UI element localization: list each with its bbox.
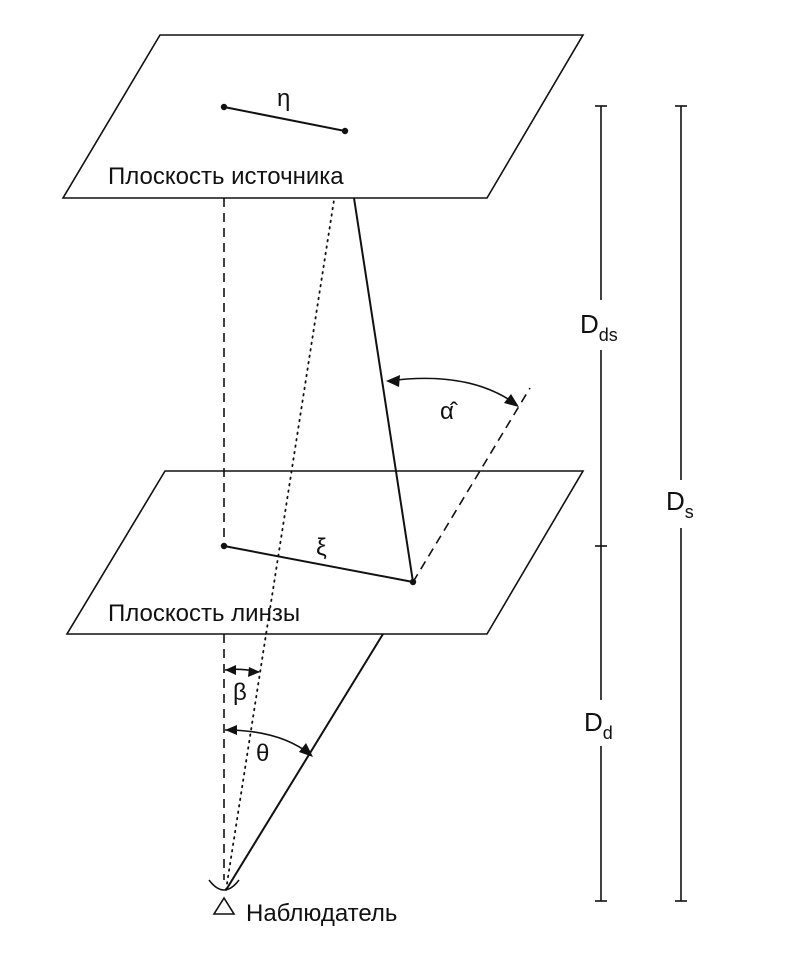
ds-label: Ds: [666, 486, 694, 522]
light-ray-lens-to-observer: [225, 633, 384, 891]
ds-label-main: D: [666, 486, 685, 516]
lens-plane: [65, 470, 585, 635]
dd-label-background: [580, 700, 620, 746]
xi-segment: [223, 545, 414, 583]
alpha-angle-arc: [387, 377, 518, 406]
unlensed-ray-line: [225, 199, 335, 891]
lens-plane-label: Плоскость линзы: [108, 600, 300, 627]
eta-segment: [223, 106, 346, 132]
theta-arrow-left: [225, 725, 237, 735]
alpha-arrow-left: [386, 375, 400, 387]
xi-label: ξ: [316, 534, 327, 561]
beta-label: β: [233, 679, 247, 706]
xi-start-point: [220, 542, 228, 550]
observer-label: Наблюдатель: [246, 900, 397, 927]
dds-label-background: [576, 300, 628, 350]
theta-label: θ: [256, 740, 269, 767]
ds-label-sub: s: [685, 502, 694, 522]
source-plane: [61, 34, 585, 199]
beta-arrow-right: [248, 667, 260, 677]
eta-label: η: [277, 85, 290, 112]
observer-eye-icon: [208, 879, 240, 891]
alpha-hat-label: α̂: [440, 398, 458, 425]
light-ray-source-to-lens: [353, 197, 414, 583]
ray-extension-dashed: [412, 387, 531, 583]
theta-arrow-right: [299, 743, 313, 757]
eta-end-point: [341, 127, 349, 135]
alpha-arrow-right: [504, 394, 519, 407]
ds-label-background: [662, 480, 702, 528]
dd-label-main: D: [584, 707, 603, 737]
beta-arrow-left: [225, 665, 236, 675]
dd-label: Dd: [584, 707, 613, 743]
observer-stand-icon: [212, 896, 236, 915]
dds-label-main: D: [580, 309, 599, 339]
dds-label: Dds: [580, 309, 618, 345]
eta-start-point: [220, 103, 228, 111]
dds-label-sub: ds: [599, 325, 618, 345]
source-plane-label: Плоскость источника: [108, 163, 344, 190]
dd-label-sub: d: [603, 723, 613, 743]
